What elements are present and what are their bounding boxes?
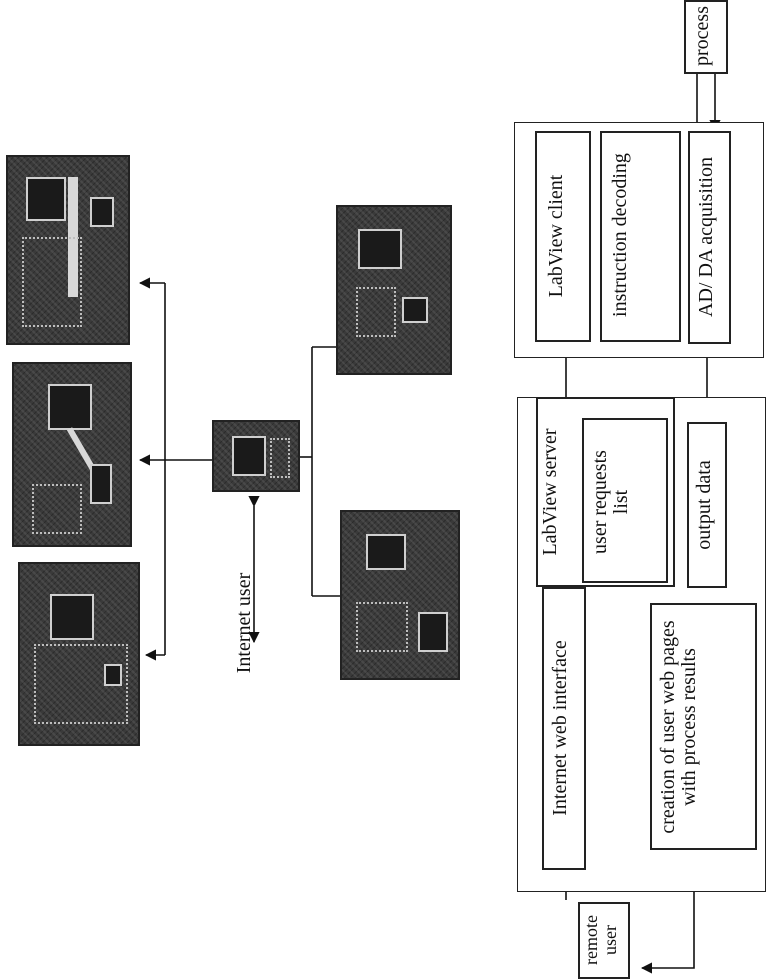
- creation-pages-label: creation of user web pages with process …: [658, 609, 700, 845]
- labview-server-label: LabView server: [540, 400, 561, 584]
- ad-da-acquisition-label: AD/ DA acquisition: [696, 134, 717, 340]
- instruction-decoding-label: instruction decoding: [610, 150, 631, 320]
- output-data-label: output data: [694, 425, 715, 585]
- internet-web-interface-label: Internet web interface: [550, 590, 571, 866]
- user-requests-list-label: user requests list: [590, 439, 632, 565]
- remote-user-label: remote user: [582, 904, 620, 976]
- process-label: process: [692, 2, 713, 70]
- labview-client-label: LabView client: [546, 134, 567, 338]
- internet-user-label: Internet user: [234, 558, 255, 688]
